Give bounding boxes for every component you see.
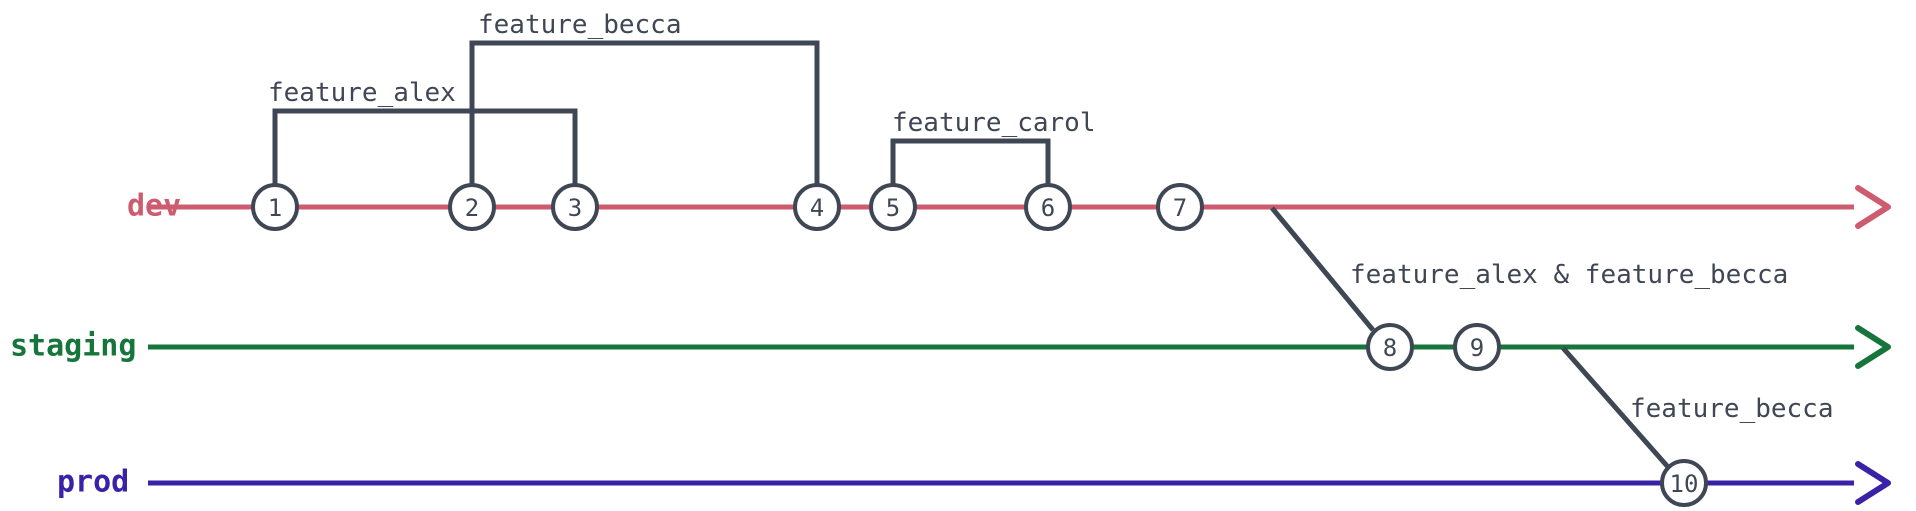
commit-circle-3 <box>551 183 599 231</box>
commit-number-7: 7 <box>1173 194 1187 222</box>
merge-label-dev-to-staging: feature_alex & feature_becca <box>1350 260 1788 290</box>
merge-line-staging-to-prod-stroke <box>1561 346 1670 469</box>
commit-number-8: 8 <box>1383 334 1397 362</box>
merge-label-staging-to-prod: feature_becca <box>1630 394 1834 424</box>
commit-node-9[interactable]: 9 <box>1453 323 1501 371</box>
commit-number-6: 6 <box>1041 194 1055 222</box>
commit-node-5[interactable]: 5 <box>869 183 917 231</box>
commit-circle-8 <box>1366 323 1414 371</box>
commit-circle-1 <box>251 183 299 231</box>
commit-number-3: 3 <box>568 194 582 222</box>
commit-number-10: 10 <box>1670 470 1699 498</box>
commit-node-3[interactable]: 3 <box>551 183 599 231</box>
branch-labels-group: dev staging prod <box>10 189 181 500</box>
branch-line-staging[interactable] <box>148 325 1891 369</box>
commit-circle-5 <box>869 183 917 231</box>
feature-bracket-label-feature-carol: feature_carol <box>892 108 1096 138</box>
commit-node-2[interactable]: 2 <box>448 183 496 231</box>
branch-label-dev: dev <box>127 189 181 224</box>
commit-circle-7 <box>1156 183 1204 231</box>
bracket-path-feature-carol <box>890 138 1051 185</box>
commit-nodes-group: 1 2 3 4 5 6 7 <box>251 183 1708 507</box>
commit-number-5: 5 <box>886 194 900 222</box>
commit-circle-4 <box>793 183 841 231</box>
commit-number-2: 2 <box>465 194 479 222</box>
branch-line-prod[interactable] <box>148 461 1891 505</box>
commit-number-9: 9 <box>1470 334 1484 362</box>
merge-dev-to-staging[interactable]: feature_alex & feature_becca <box>1270 206 1788 332</box>
commit-circle-9 <box>1453 323 1501 371</box>
commit-circle-10 <box>1660 459 1708 507</box>
merge-lines-group: feature_alex & feature_becca feature_bec… <box>1270 206 1834 469</box>
commit-circle-6 <box>1024 183 1072 231</box>
feature-bracket-feature-carol[interactable]: feature_carol <box>890 108 1096 185</box>
feature-bracket-label-feature-alex: feature_alex <box>268 78 456 108</box>
feature-bracket-feature-becca[interactable]: feature_becca <box>469 10 820 185</box>
branch-lines-group <box>148 185 1891 505</box>
commit-node-10[interactable]: 10 <box>1660 459 1708 507</box>
commit-number-1: 1 <box>268 194 282 222</box>
commit-node-7[interactable]: 7 <box>1156 183 1204 231</box>
branch-arrow-dev-icon <box>1855 185 1891 229</box>
feature-bracket-label-feature-becca: feature_becca <box>478 10 682 40</box>
commit-node-4[interactable]: 4 <box>793 183 841 231</box>
branch-line-dev[interactable] <box>148 185 1891 229</box>
merge-line-dev-to-staging-stroke <box>1270 206 1375 332</box>
bracket-path-feature-becca <box>469 40 820 185</box>
branch-label-staging: staging <box>10 329 136 364</box>
commit-circle-2 <box>448 183 496 231</box>
commit-node-6[interactable]: 6 <box>1024 183 1072 231</box>
branch-arrow-staging-icon <box>1855 325 1891 369</box>
branch-arrow-prod-icon <box>1855 461 1891 505</box>
feature-brackets-group: feature_alex feature_becca feature_carol <box>268 10 1096 185</box>
commit-node-8[interactable]: 8 <box>1366 323 1414 371</box>
feature-bracket-feature-alex[interactable]: feature_alex <box>268 78 578 185</box>
branch-label-prod: prod <box>57 465 129 500</box>
commit-node-1[interactable]: 1 <box>251 183 299 231</box>
merge-staging-to-prod[interactable]: feature_becca <box>1561 346 1834 469</box>
bracket-path-feature-alex <box>272 108 578 185</box>
commit-number-4: 4 <box>810 194 824 222</box>
